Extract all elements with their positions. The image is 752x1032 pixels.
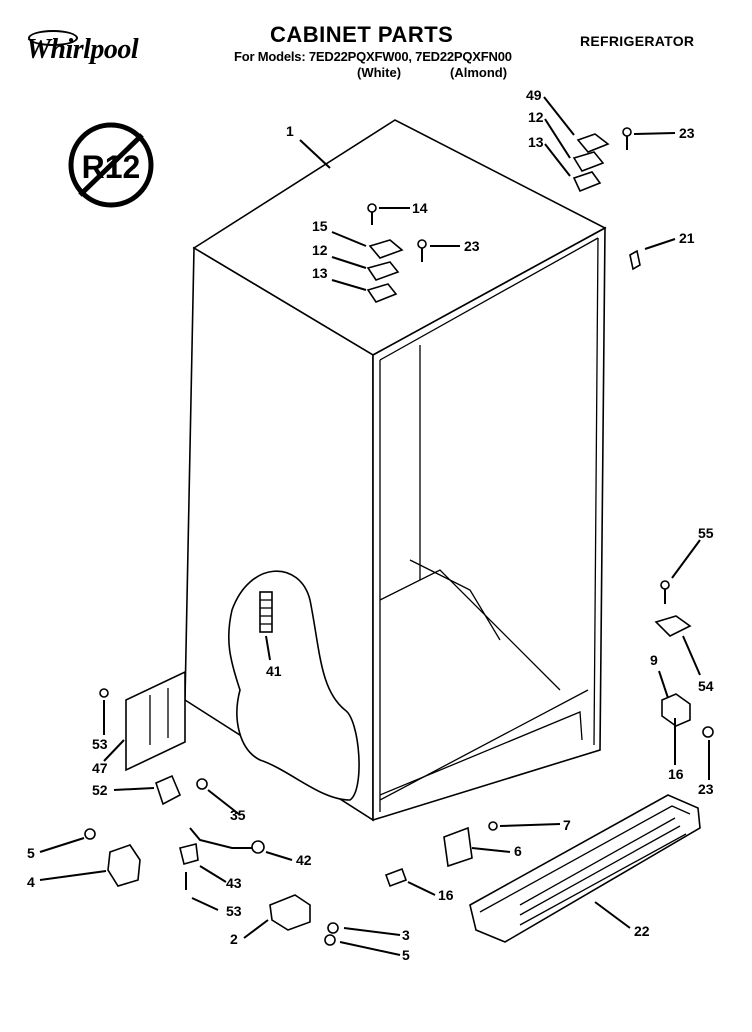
- top-hinge-center: [366, 203, 427, 303]
- callout-41: 41: [266, 663, 282, 679]
- no-r12-badge: R12: [68, 122, 154, 208]
- variant-almond: (Almond): [450, 65, 508, 80]
- callout-53-bottom: 53: [226, 903, 242, 919]
- callout-23-center: 23: [464, 238, 480, 254]
- callout-23-bottom-right: 23: [698, 781, 714, 797]
- cabinet-cutaway: [227, 570, 360, 801]
- variant-white: (White): [357, 65, 402, 80]
- callout-42: 42: [296, 852, 312, 868]
- callout-7: 7: [563, 817, 571, 833]
- category-label: REFRIGERATOR: [580, 33, 695, 49]
- callout-2: 2: [230, 931, 238, 947]
- bottom-right-hinge: [654, 580, 714, 738]
- leader-lines: [39, 96, 710, 956]
- callout-12-top-right: 12: [528, 109, 544, 125]
- cabinet-body: [184, 119, 607, 822]
- callout-5-left: 5: [27, 845, 35, 861]
- callout-5-bottom: 5: [402, 947, 410, 963]
- top-hinge-right: [572, 127, 641, 271]
- callout-1: 1: [286, 123, 294, 139]
- callout-13-top-right: 13: [528, 134, 544, 150]
- callout-12-center: 12: [312, 242, 328, 258]
- callout-9: 9: [650, 652, 658, 668]
- callout-14: 14: [412, 200, 428, 216]
- callout-16-right: 16: [668, 766, 684, 782]
- callout-3: 3: [402, 927, 410, 943]
- callout-13-center: 13: [312, 265, 328, 281]
- callout-35: 35: [230, 807, 246, 823]
- callout-23-top-right: 23: [679, 125, 695, 141]
- callout-54: 54: [698, 678, 714, 694]
- brand-logo: Whirlpool: [26, 34, 139, 65]
- page-title: CABINET PARTS: [270, 22, 454, 47]
- callout-6: 6: [514, 843, 522, 859]
- callout-53-left: 53: [92, 736, 108, 752]
- callout-52: 52: [92, 782, 108, 798]
- callout-16-bottom: 16: [438, 887, 454, 903]
- callout-numbers: 1 49 12 13 23 14 15 12 23 13 21 55 9 54 …: [27, 87, 714, 963]
- callout-55: 55: [698, 525, 714, 541]
- callout-21: 21: [679, 230, 695, 246]
- callout-49: 49: [526, 87, 542, 103]
- small-parts: [84, 688, 498, 946]
- models-line: For Models: 7ED22PQXFW00, 7ED22PQXFN00: [234, 49, 512, 64]
- toe-grille: [469, 794, 701, 943]
- callout-15: 15: [312, 218, 328, 234]
- callout-4: 4: [27, 874, 35, 890]
- left-hinge-bracket: [125, 670, 186, 772]
- callout-22: 22: [634, 923, 650, 939]
- callout-47: 47: [92, 760, 108, 776]
- callout-43: 43: [226, 875, 242, 891]
- brand-logo-badge: [28, 30, 78, 46]
